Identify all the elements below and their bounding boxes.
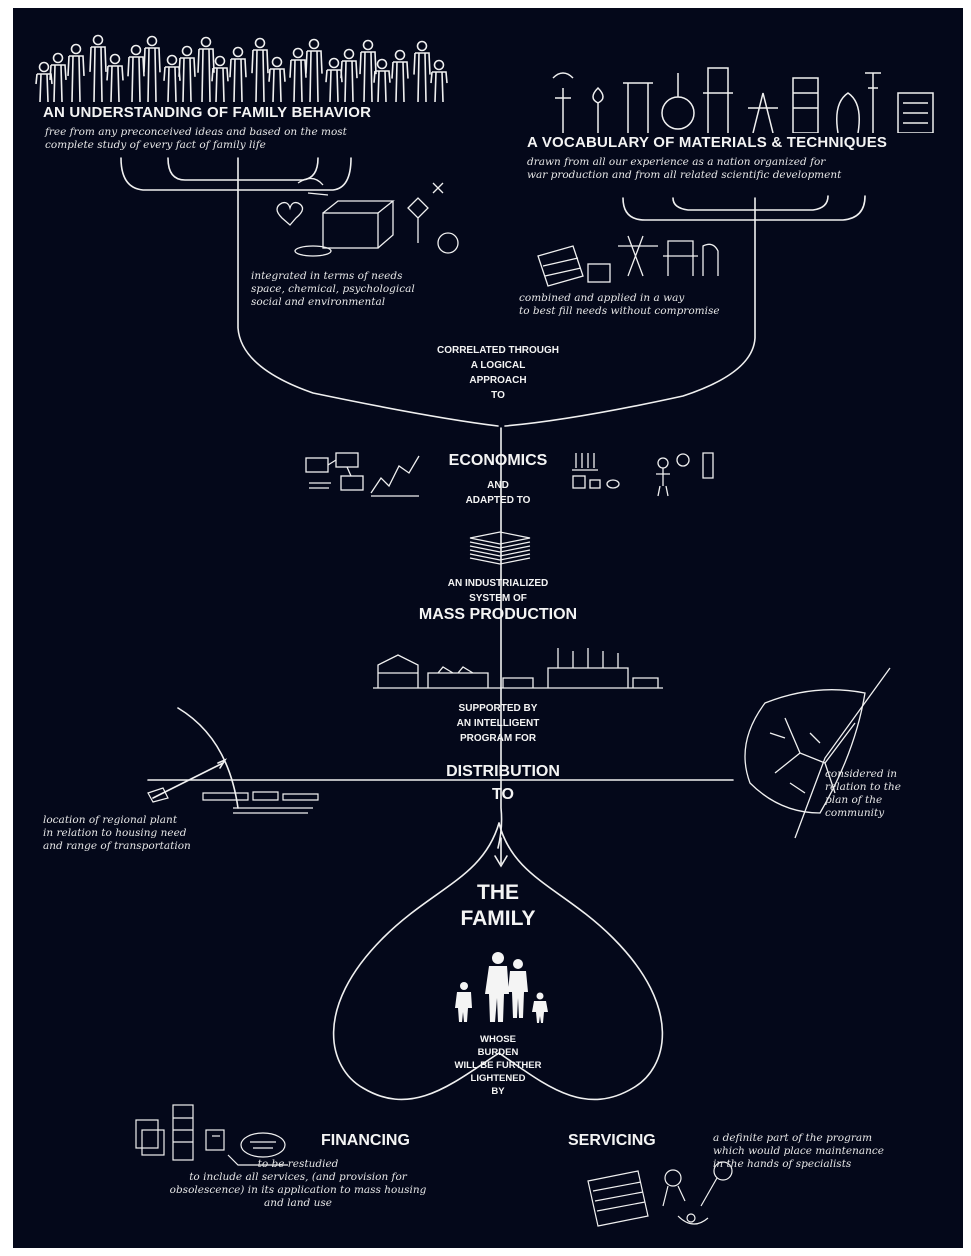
crowd-person [340, 48, 358, 102]
label-servicing: SERVICING [568, 1132, 656, 1149]
label-mass-production: MASS PRODUCTION [418, 606, 578, 623]
crowd-person [143, 35, 161, 102]
flow-lines [120, 157, 866, 1101]
servicing-sketch [587, 1161, 733, 1227]
note-community-plan: considered in relation to the plan of th… [825, 768, 901, 819]
family-figures-icon [455, 952, 548, 1023]
transport-sketch [147, 787, 319, 814]
note-drawn-from-experience: drawn from all our experience as a natio… [527, 156, 842, 181]
right-bracket [622, 195, 866, 221]
label-distribution: DISTRIBUTION [446, 763, 560, 780]
note-servicing: a definite part of the program which wou… [713, 1132, 884, 1170]
label-financing: FINANCING [321, 1132, 410, 1149]
crowd-person [127, 44, 145, 102]
crowd-person [413, 40, 431, 102]
label-economics: ECONOMICS [448, 452, 548, 469]
heart-outline [332, 822, 664, 1101]
text-adapted-to: AND ADAPTED TO [465, 480, 531, 506]
crowd-person [325, 57, 343, 102]
paper-stack-sketch [469, 531, 531, 565]
crowd-person [305, 38, 323, 102]
crowd-person [197, 36, 215, 102]
text-whose-burden: WHOSE BURDEN WILL BE FURTHER LIGHTENED B… [454, 1034, 542, 1097]
right-inner-bracket [672, 195, 829, 211]
right-trunk [504, 197, 756, 427]
economics-chart-sketch [305, 452, 420, 497]
crowd-person [211, 55, 229, 102]
note-free-from-preconceived: free from any preconceived ideas and bas… [45, 126, 347, 151]
crowd-person [163, 54, 181, 102]
left-inner-bracket [167, 157, 319, 181]
label-to: TO [492, 786, 514, 803]
lab-equipment-sketch [552, 67, 934, 133]
crowd-person [430, 59, 448, 102]
note-integrated-needs: integrated in terms of needs space, chem… [251, 270, 415, 308]
crowd-person [289, 47, 307, 102]
text-correlated: CORRELATED THROUGH A LOGICAL APPROACH TO [436, 345, 560, 401]
poster: AN UNDERSTANDING OF FAMILY BEHAVIOR free… [13, 8, 963, 1248]
text-industrialized: AN INDUSTRIALIZED SYSTEM OF [447, 578, 549, 604]
crowd-person [373, 58, 391, 102]
crowd-sketch [35, 34, 448, 102]
crowd-person [359, 39, 377, 102]
left-trunk [237, 157, 499, 427]
materials-sketch [537, 235, 719, 287]
crowd-person [229, 46, 247, 102]
crowd-person [89, 34, 107, 102]
crowd-person [49, 52, 67, 102]
heading-materials-techniques: A VOCABULARY OF MATERIALS & TECHNIQUES [527, 134, 888, 151]
note-regional-plant: location of regional plant in relation t… [43, 814, 191, 852]
community-map-sketch [744, 667, 891, 839]
heading-family-behavior: AN UNDERSTANDING OF FAMILY BEHAVIOR [43, 104, 372, 121]
crowd-person [106, 53, 124, 102]
central-spine [497, 427, 503, 849]
crowd-person [35, 61, 53, 102]
label-the-family: THE FAMILY [460, 881, 536, 930]
factory-sketch [373, 648, 663, 689]
crowd-person [391, 49, 409, 102]
crowd-person [268, 56, 286, 102]
crowd-person [178, 45, 196, 102]
financing-sketch [135, 1104, 288, 1166]
note-combined-applied: combined and applied in a way to best fi… [519, 292, 720, 317]
family-arrow [494, 837, 508, 868]
crowd-person [67, 43, 85, 102]
note-financing: to be restudied to include all services,… [169, 1158, 427, 1209]
needs-sketch [276, 177, 459, 257]
crowd-person [251, 37, 269, 102]
economics-figures-sketch [572, 452, 714, 497]
text-supported-by: SUPPORTED BY AN INTELLIGENT PROGRAM FOR [456, 703, 540, 744]
